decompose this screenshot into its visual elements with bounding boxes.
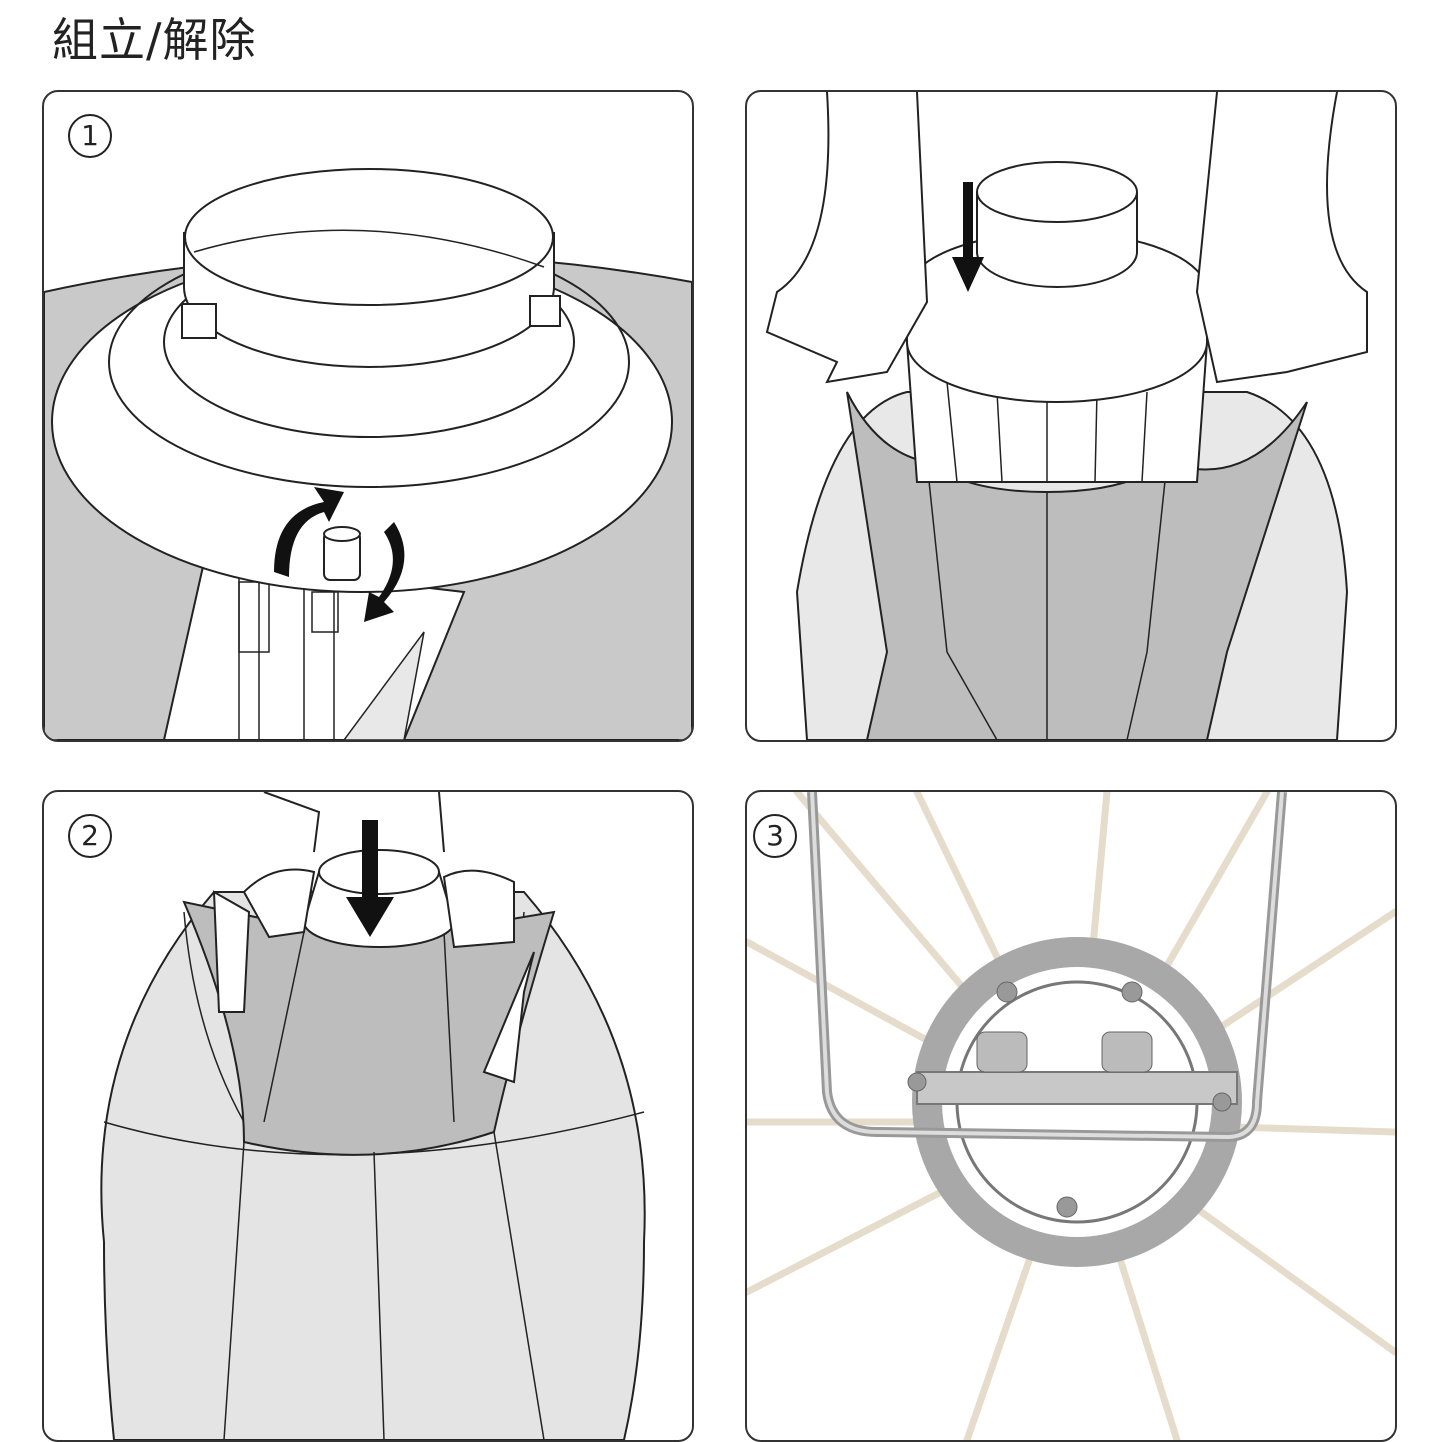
speedring-rotate-illustration (44, 168, 692, 740)
page-title: 組立/解除 (52, 13, 257, 67)
step-2-panel: 2 (42, 790, 694, 1442)
step-number-badge: 3 (753, 814, 797, 858)
step-1b-panel (745, 90, 1397, 742)
speedring-frame-photo (747, 792, 1395, 1440)
step-3-panel: 3 (745, 790, 1397, 1442)
step-number-badge: 1 (68, 114, 112, 158)
step-1-panel: 1 (42, 90, 694, 742)
push-ring-illustration (100, 792, 646, 1440)
fit-fabric-illustration (765, 92, 1368, 740)
step-number-badge: 2 (68, 814, 112, 858)
